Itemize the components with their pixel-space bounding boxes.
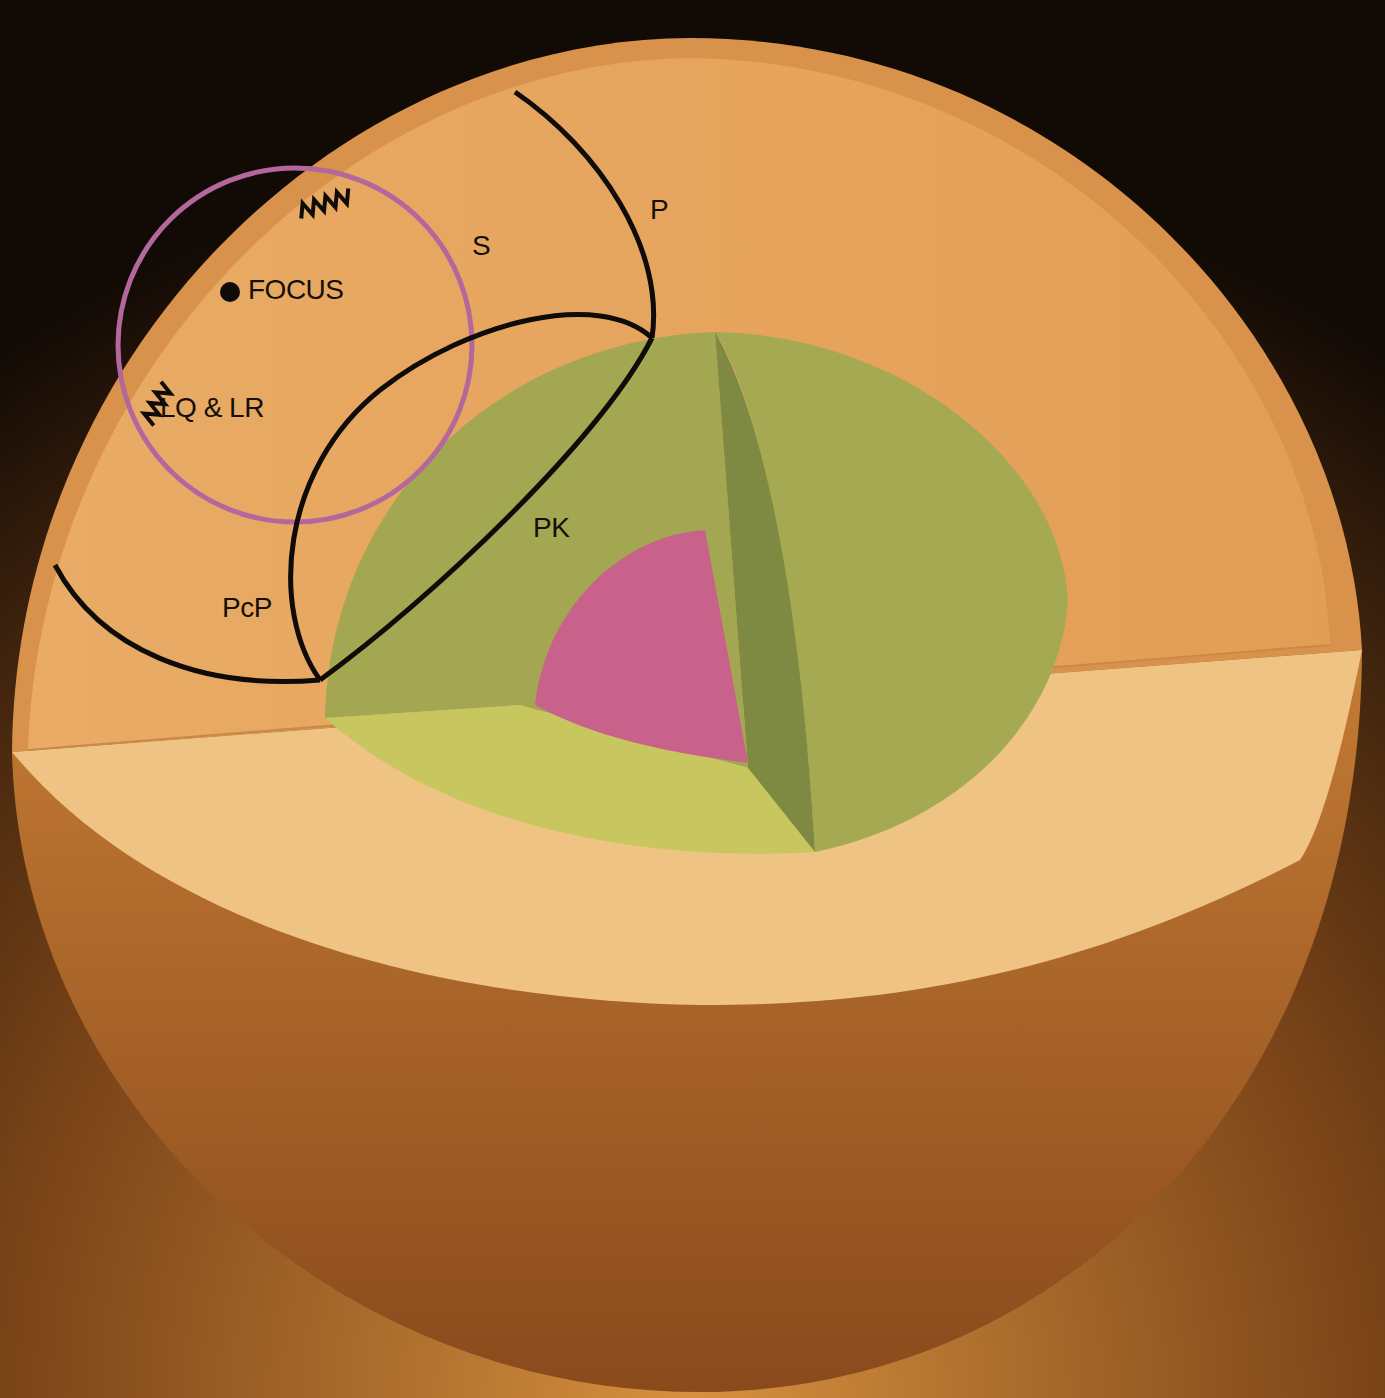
pk-wave-path <box>320 338 652 680</box>
outer-core-plane <box>325 705 815 854</box>
inner-core <box>535 530 748 763</box>
wave-label: P <box>650 196 668 224</box>
s-wave-path <box>118 168 472 522</box>
lower-hemisphere <box>12 650 1362 1392</box>
wave-label: PcP <box>222 594 272 622</box>
wave-label: PK <box>533 514 569 542</box>
pcp-wave-path <box>55 565 320 682</box>
outer-core-surface <box>715 332 1068 852</box>
wave-label: S <box>472 232 490 260</box>
focus-label: FOCUS <box>248 276 344 304</box>
wave-label: LQ & LR <box>160 394 264 422</box>
p-wave-path <box>515 92 654 338</box>
outer-core-back-face <box>325 332 748 768</box>
pcp-loop-path <box>291 315 652 680</box>
outer-core-cut-face <box>715 332 815 852</box>
focus-dot <box>220 282 240 302</box>
surface-wave-symbol <box>297 188 353 218</box>
